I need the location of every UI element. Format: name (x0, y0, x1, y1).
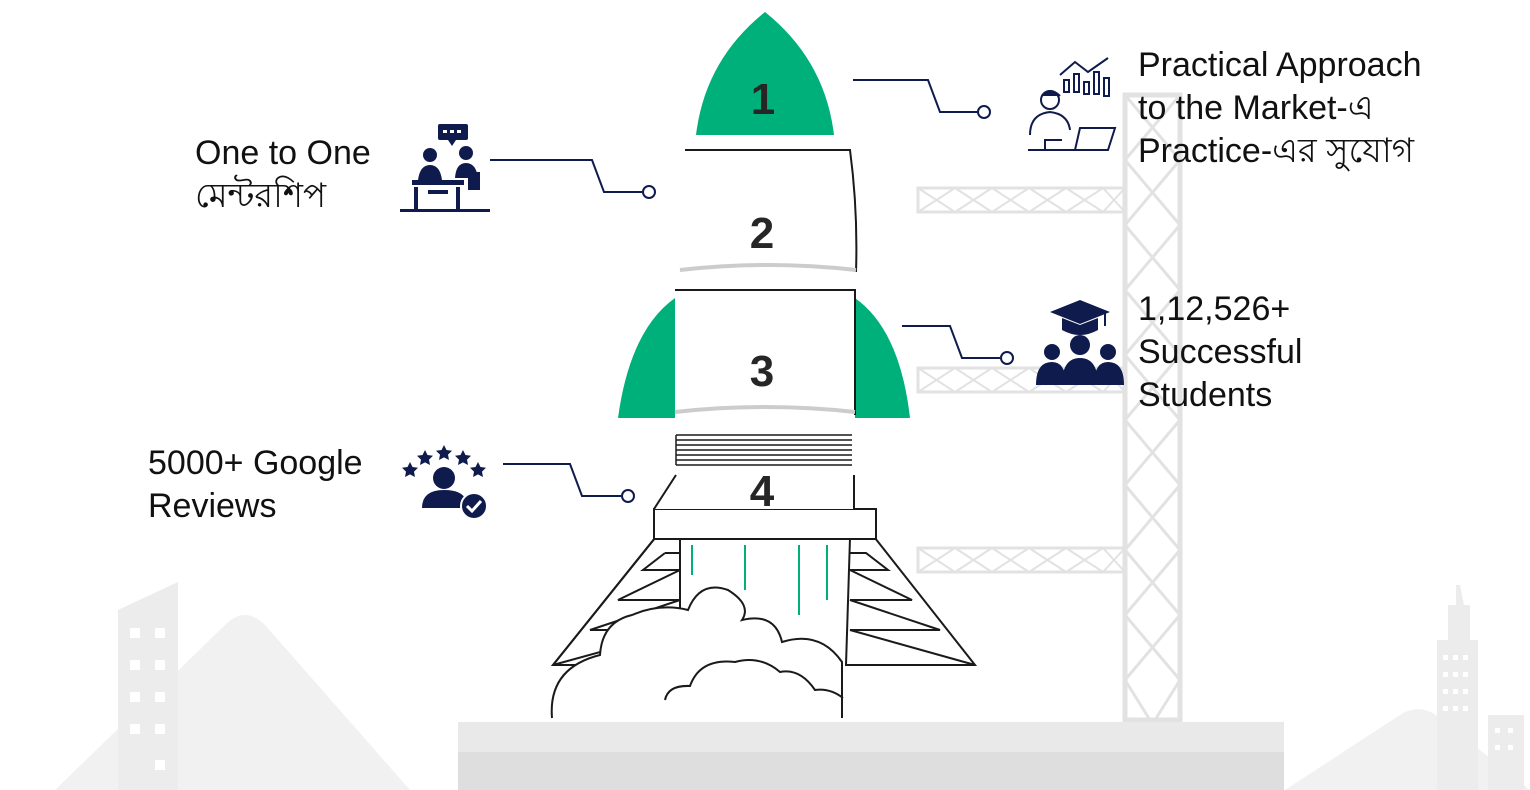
launch-tower (916, 92, 1183, 723)
rocket-stage-4-body (654, 475, 854, 509)
smoke-cloud-inner (664, 659, 844, 701)
reviews-line-2: Reviews (148, 487, 277, 525)
reviews-line-1: 5000+ Google (148, 444, 363, 482)
rocket-stage-3-body (675, 290, 855, 415)
graduate-group-icon (1036, 300, 1124, 385)
connector-mentorship (490, 159, 642, 193)
connector-dot-mentorship (642, 185, 656, 199)
connector-students (902, 325, 1000, 359)
rocket-stage-2-body (680, 150, 857, 272)
students-line-3: Students (1138, 376, 1273, 414)
market-practice-line-1: Practical Approach (1138, 46, 1422, 84)
connector-market-practice (853, 79, 978, 113)
connector-dot-students (1000, 351, 1014, 365)
connector-reviews (503, 463, 621, 497)
rocket-nose-cone (696, 12, 834, 135)
mentoring-session-icon (400, 124, 490, 212)
stage-number-1: 1 (751, 75, 775, 124)
market-practice-line-3: Practice-এর সুযোগ (1138, 132, 1415, 170)
background-scenery (55, 582, 1530, 790)
background-building-left (118, 582, 178, 790)
background-building-right (1488, 715, 1524, 790)
trader-chart-icon (1028, 57, 1117, 151)
students-label: 1,12,526+ Successful Students (1138, 288, 1302, 417)
mentorship-line-2: মেন্টরশিপ (195, 177, 327, 215)
market-practice-label: Practical Approach to the Market-এ Pract… (1138, 44, 1422, 173)
reviews-label: 5000+ Google Reviews (148, 442, 363, 528)
rocket-fin-right (855, 298, 910, 418)
connector-dot-market-practice (977, 105, 991, 119)
connector-dot-reviews (621, 489, 635, 503)
students-line-1: 1,12,526+ (1138, 290, 1291, 328)
rocket-stage-numbers: 1 2 3 4 (750, 75, 775, 516)
launch-platform (458, 722, 1284, 790)
connector-lines (490, 79, 1014, 503)
stage-number-2: 2 (750, 209, 774, 258)
stage-number-4: 4 (750, 467, 775, 516)
background-tower-right (1437, 585, 1478, 790)
smoke-cloud (550, 586, 843, 719)
rocket-fin-left (618, 298, 675, 418)
stage-number-3: 3 (750, 347, 774, 396)
rocket-stripes (675, 434, 852, 466)
background-mountain-left (55, 615, 410, 790)
market-practice-line-2: to the Market-এ (1138, 89, 1374, 127)
star-rating-user-icon (402, 445, 488, 520)
mentorship-line-1: One to One (195, 134, 371, 172)
mentorship-label: One to One মেন্টরশিপ (195, 132, 371, 218)
students-line-2: Successful (1138, 333, 1303, 371)
exhaust-trails (691, 545, 828, 615)
rocket (550, 12, 978, 719)
